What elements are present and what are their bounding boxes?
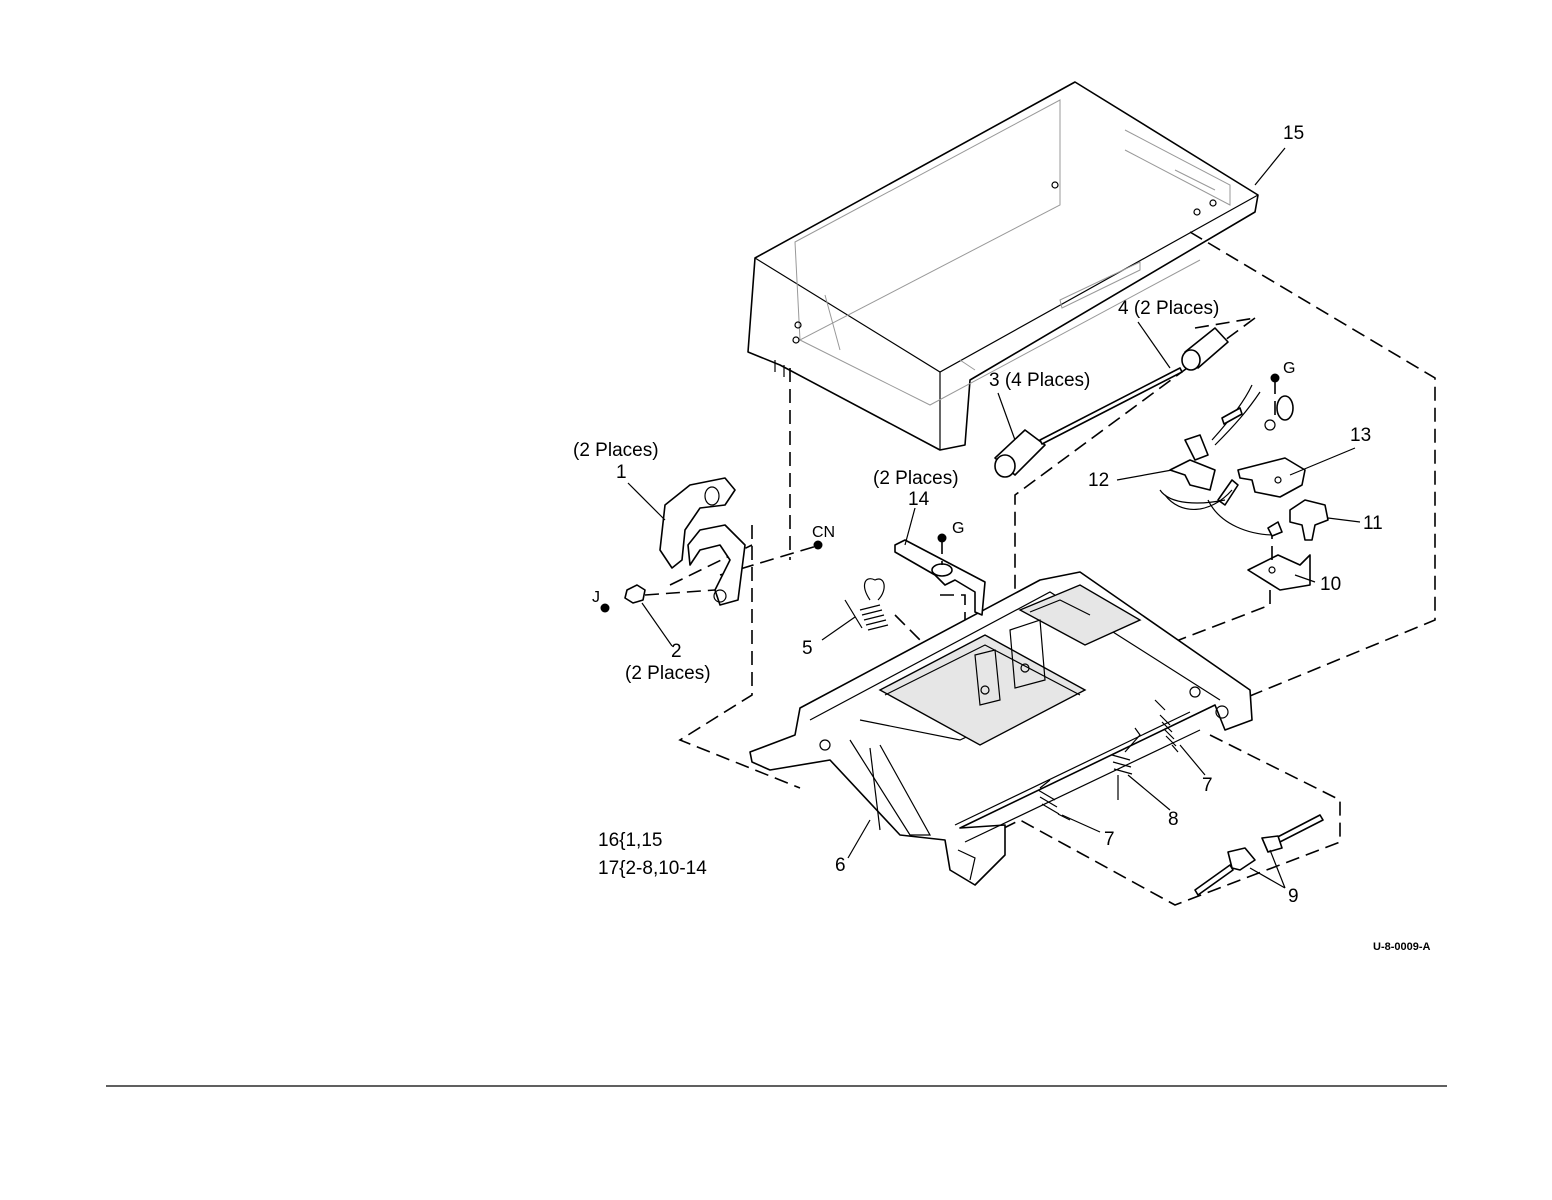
kit-16-note: 16{1,15	[598, 830, 662, 851]
spring-part-7b	[1038, 780, 1070, 820]
callout-15: 15	[1283, 123, 1304, 144]
kit-notes: 16{1,15 17{2-8,10-14	[598, 830, 707, 879]
kit-17-note: 17{2-8,10-14	[598, 858, 707, 879]
frame-part-6	[750, 572, 1252, 885]
marker-cn-label: CN	[812, 524, 835, 541]
bushing-part-2	[625, 585, 715, 603]
callout-14: 14	[908, 489, 930, 510]
marker-g1-label: G	[952, 520, 964, 537]
callout-5: 5	[802, 638, 813, 659]
plate-part-13	[1238, 380, 1305, 497]
marker-cn-dot	[814, 541, 823, 550]
callout-2: 2	[671, 641, 682, 662]
callout-12: 12	[1088, 470, 1109, 491]
marker-j-label: J	[592, 589, 600, 606]
callout-1-note: (2 Places)	[573, 440, 659, 461]
marker-g1-dot	[938, 534, 947, 543]
lever-part-14	[895, 540, 985, 615]
marker-g2-dot	[1271, 374, 1280, 383]
arm-part-1	[660, 478, 745, 605]
callout-14-note: (2 Places)	[873, 468, 959, 489]
callout-9: 9	[1288, 886, 1299, 907]
sensor-part-11	[1290, 500, 1328, 540]
callout-7a: 7	[1202, 775, 1213, 796]
callout-1: 1	[616, 462, 627, 483]
bracket-part-10	[1248, 525, 1310, 590]
callout-13: 13	[1350, 425, 1371, 446]
callout-11: 11	[1363, 513, 1383, 534]
callout-6: 6	[835, 855, 846, 876]
marker-g2-label: G	[1283, 360, 1295, 377]
callout-2-note: (2 Places)	[625, 663, 711, 684]
drawing-code: U-8-0009-A	[1373, 941, 1431, 953]
marker-j-dot	[601, 604, 610, 613]
spring-part-5	[845, 579, 888, 630]
callout-10: 10	[1320, 574, 1341, 595]
callout-7b: 7	[1104, 829, 1115, 850]
pin-part-9	[1195, 815, 1323, 895]
callout-3: 3 (4 Places)	[989, 370, 1090, 391]
callout-8: 8	[1168, 809, 1179, 830]
cover-part-15	[748, 82, 1258, 450]
callout-4: 4 (2 Places)	[1118, 298, 1219, 319]
